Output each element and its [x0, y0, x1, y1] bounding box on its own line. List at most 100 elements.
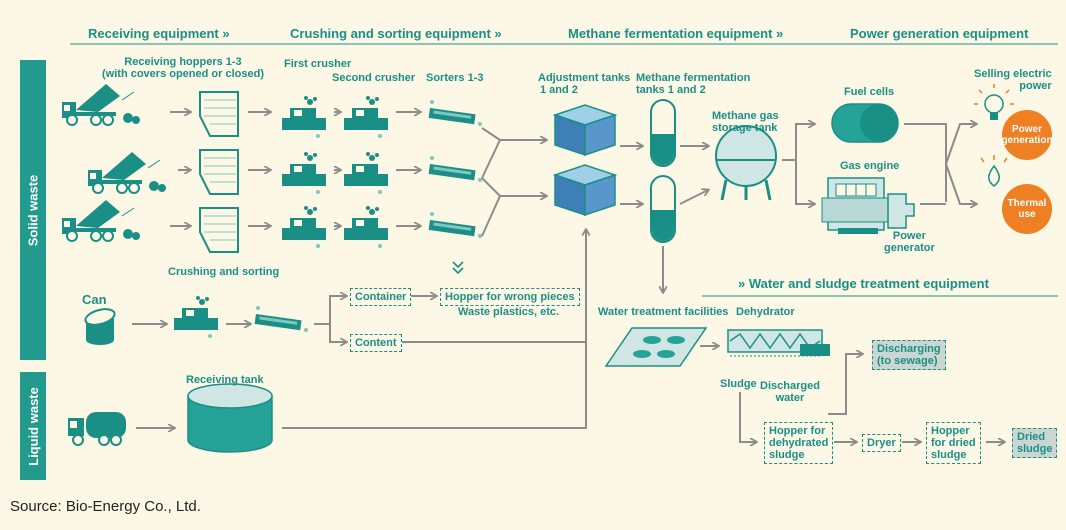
second-crusher-label: Second crusher	[332, 72, 416, 84]
selling-power-label-line-2: power	[1019, 80, 1052, 92]
hoppers-label: Receiving hoppers 1-3 (with covers opene…	[102, 56, 264, 80]
can-sorter-icon	[254, 306, 308, 332]
discharging-line-2: (to sewage)	[877, 355, 938, 367]
second-crusher-icon-2	[344, 152, 388, 194]
thermal-use-badge: Thermal use	[1002, 184, 1052, 234]
power-generation-line-2: generation	[1001, 135, 1053, 146]
truck-icon-1	[61, 83, 141, 126]
chevron-down-icon	[452, 261, 464, 275]
storage-tank-label-line-2: storage tank	[712, 122, 778, 134]
selling-power-label-line-1: Selling electric	[974, 68, 1052, 80]
header-power: Power generation equipment	[850, 26, 1029, 41]
fermentation-tanks-label-line-2: tanks 1 and 2	[636, 84, 706, 96]
first-crusher-icon-1	[282, 96, 326, 138]
dehydrator-icon	[727, 329, 830, 357]
dried-sludge-line-2: sludge	[1017, 443, 1053, 455]
adjustment-tanks-label: Adjustment tanks 1 and 2	[538, 72, 630, 96]
header-crushing: Crushing and sorting equipment »	[290, 26, 502, 41]
hopper-icon-2	[199, 149, 239, 195]
can-icon	[84, 308, 116, 345]
hopper-dehydrated-line-2: dehydrated	[769, 437, 829, 449]
hopper-icon-1	[199, 91, 239, 137]
fermentation-tank-icon-2	[650, 175, 676, 243]
hopper-dried-line-1: Hopper	[931, 425, 970, 437]
flow-lines	[132, 112, 1004, 442]
content-box: Content	[350, 334, 402, 352]
generator-label-line-1: Power	[892, 230, 926, 242]
hoppers-label-line-1: Receiving hoppers 1-3	[124, 56, 242, 68]
tank-truck-icon	[68, 412, 126, 446]
hopper-dried-line-3: sludge	[931, 449, 967, 461]
source-note: Source: Bio-Energy Co., Ltd.	[10, 498, 201, 515]
water-treatment-icon	[604, 327, 708, 367]
discharged-water-label: Discharged water	[760, 380, 820, 404]
adjustment-tank-icon-1	[554, 104, 616, 156]
header-methane-label: Methane fermentation equipment	[568, 26, 773, 41]
discharging-line-1: Discharging	[877, 343, 941, 355]
header-water-label: Water and sludge treatment equipment	[748, 276, 989, 291]
header-receiving-label: Receiving equipment	[88, 26, 219, 41]
double-arrow-icon: »	[222, 26, 230, 41]
header-methane: Methane fermentation equipment »	[568, 26, 783, 41]
double-arrow-icon: »	[738, 276, 746, 291]
fermentation-tank-icon-1	[650, 99, 676, 167]
power-generation-line-1: Power	[1011, 124, 1042, 135]
light-bulb-icon	[974, 84, 1014, 120]
discharging-box: Discharging (to sewage)	[872, 340, 946, 370]
thermal-use-line-1: Thermal	[1007, 198, 1047, 209]
hopper-dehydrated-box: Hopper for dehydrated sludge	[764, 422, 834, 464]
hopper-dried-box: Hopper for dried sludge	[926, 422, 981, 464]
solid-waste-label: Solid waste	[25, 174, 41, 246]
thermal-use-line-2: use	[1018, 209, 1036, 220]
gas-engine-icon	[821, 177, 891, 234]
crushing-sorting-label: Crushing and sorting	[168, 266, 280, 278]
hopper-icon-3	[199, 207, 239, 253]
sorter-icon-3	[428, 212, 482, 238]
fermentation-tanks-label: Methane fermentation tanks 1 and 2	[636, 72, 750, 96]
adjustment-tanks-label-line-2: 1 and 2	[540, 84, 578, 96]
waste-plastics-label: Waste plastics, etc.	[458, 306, 560, 318]
sorter-icon-1	[428, 100, 482, 126]
truck-icon-2	[87, 151, 167, 194]
water-treatment-label: Water treatment facilities	[598, 306, 729, 318]
hopper-dehydrated-line-3: sludge	[769, 449, 805, 461]
dried-sludge-box: Dried sludge	[1012, 428, 1058, 458]
header-water: » Water and sludge treatment equipment	[738, 276, 989, 291]
fuel-cell-icon	[831, 103, 899, 143]
truck-icon-3	[61, 199, 141, 242]
storage-tank-label: Methane gas storage tank	[712, 110, 779, 134]
generator-label-line-2: generator	[884, 242, 935, 254]
header-underlines	[70, 43, 1058, 297]
header-receiving: Receiving equipment »	[88, 26, 230, 41]
solid-waste-band: Solid waste	[20, 60, 46, 360]
container-box: Container	[350, 288, 412, 306]
storage-tank-label-line-1: Methane gas	[712, 110, 779, 122]
hoppers-label-line-2: (with covers opened or closed)	[102, 68, 264, 80]
receiving-tank-label: Receiving tank	[186, 374, 264, 386]
flame-icon	[980, 155, 1008, 187]
first-crusher-icon-3	[282, 206, 326, 248]
sorter-icon-2	[428, 156, 482, 182]
discharged-water-line-2: water	[775, 392, 805, 404]
adjustment-tank-icon-2	[554, 164, 616, 216]
dehydrator-label: Dehydrator	[736, 306, 795, 318]
second-crusher-icon-1	[344, 96, 388, 138]
discharged-water-line-1: Discharged	[760, 380, 820, 392]
sorters-label: Sorters 1-3	[426, 72, 484, 84]
header-crushing-label: Crushing and sorting equipment	[290, 26, 491, 41]
liquid-waste-label: Liquid waste	[25, 386, 41, 466]
adjustment-tanks-label-line-1: Adjustment tanks	[538, 72, 631, 84]
power-generation-badge: Power generation	[1001, 110, 1053, 160]
gas-storage-tank-icon	[715, 125, 777, 201]
power-generator-icon	[887, 193, 915, 229]
dryer-box: Dryer	[862, 434, 901, 452]
dried-sludge-line-1: Dried	[1017, 431, 1046, 443]
first-crusher-label: First crusher	[284, 58, 352, 70]
hopper-dehydrated-line-1: Hopper for	[769, 425, 826, 437]
sludge-label: Sludge	[720, 378, 757, 390]
liquid-waste-band: Liquid waste	[20, 372, 46, 480]
fermentation-tanks-label-line-1: Methane fermentation	[636, 72, 751, 84]
can-label: Can	[82, 292, 107, 307]
generator-label: Power generator	[884, 230, 935, 254]
